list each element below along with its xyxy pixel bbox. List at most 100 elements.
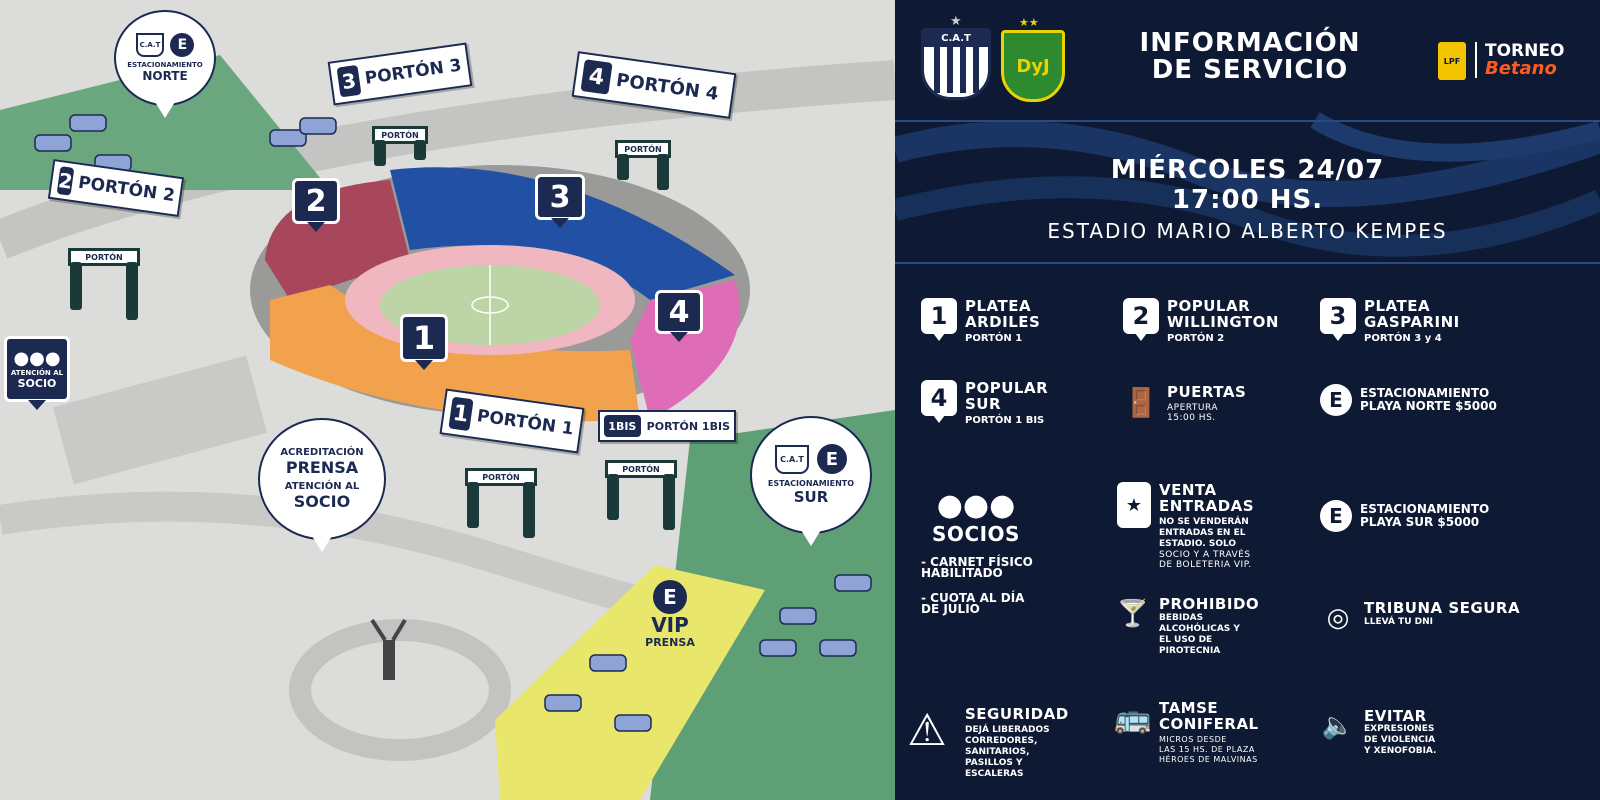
title-line1: INFORMACIÓN bbox=[1139, 28, 1361, 58]
club-crest-cat: C.A.T bbox=[921, 28, 991, 100]
club-crest-dyj-label: DyJ bbox=[1016, 55, 1050, 77]
event-time: 17:00 HS. bbox=[1171, 185, 1324, 215]
info-venta: ★ VENTA ENTRADAS NO SE VENDERÁN ENTRADAS… bbox=[1117, 482, 1254, 570]
sector-badge-4: 4 bbox=[655, 290, 703, 334]
info-panel: C.A.T ★ DyJ ★★ INFORMACIÓN DE SERVICIO L… bbox=[895, 0, 1600, 800]
club-crest-cat-label: C.A.T bbox=[924, 31, 988, 47]
sector-1-icon: 1 bbox=[921, 298, 957, 334]
info-sector-3: 3 PLATEA GASPARINI PORTÓN 3 y 4 bbox=[1320, 298, 1460, 344]
sector-3-stand bbox=[390, 167, 735, 300]
parking-norte-bubble: C.A.T E ESTACIONAMIENTO NORTE bbox=[114, 10, 216, 106]
seguridad-l1: DEJÁ LIBERADOS bbox=[965, 725, 1050, 735]
vip-label: E VIP PRENSA bbox=[640, 580, 700, 649]
evitar-title: EVITAR bbox=[1364, 707, 1427, 725]
star-icon: ★ bbox=[950, 14, 962, 29]
title-line2: DE SERVICIO bbox=[1151, 55, 1349, 85]
vip-line1: VIP bbox=[651, 613, 689, 637]
venta-l2: ENTRADAS EN EL bbox=[1159, 528, 1246, 538]
puertas-line2: 15:00 HS. bbox=[1167, 413, 1216, 423]
porton-3-number: 3 bbox=[336, 64, 362, 98]
info-prohibido: 🍸 PROHIBIDO BEBIDAS ALCOHÓLICAS Y EL USO… bbox=[1115, 596, 1259, 657]
info-est-sur: E ESTACIONAMIENTO PLAYA SUR $5000 bbox=[1320, 500, 1489, 532]
s3-title2: GASPARINI bbox=[1364, 313, 1460, 331]
tamse-l3: HÉROES DE MALVINAS bbox=[1159, 755, 1258, 764]
parking-e-icon: E bbox=[1320, 500, 1352, 532]
socios-item2b: DE JULIO bbox=[921, 602, 980, 616]
porton-2-label: PORTÓN 2 bbox=[76, 172, 177, 207]
people-icon: ●●● bbox=[936, 488, 1016, 523]
s1-sub: PORTÓN 1 bbox=[965, 333, 1023, 344]
club-crest-dyj: DyJ bbox=[1001, 30, 1065, 102]
est-norte-line1: ESTACIONAMIENTO bbox=[1360, 386, 1490, 400]
separator-bottom bbox=[895, 262, 1600, 264]
sponsor-logo: TORNEO Betano bbox=[1475, 42, 1564, 78]
prohibido-l4: PIROTECNIA bbox=[1159, 646, 1221, 656]
sector-badge-1: 1 bbox=[400, 314, 448, 362]
s2-title2: WILLINGTON bbox=[1167, 313, 1279, 331]
porton-4-label: PORTÓN 4 bbox=[614, 69, 720, 105]
seguridad-l5: ESCALERAS bbox=[965, 769, 1024, 779]
s4-title1: POPULAR bbox=[965, 379, 1049, 397]
press-line3: ATENCIÓN AL bbox=[284, 481, 360, 492]
evitar-l3: Y XENOFOBIA. bbox=[1364, 746, 1437, 756]
parking-sur-bubble: C.A.T E ESTACIONAMIENTO SUR bbox=[750, 416, 872, 534]
vip-letter-icon: E bbox=[653, 580, 687, 614]
socios-item1a: - CARNET FÍSICO bbox=[921, 555, 1033, 569]
info-seguridad: ⚠ SEGURIDAD DEJÁ LIBERADOS CORREDORES, S… bbox=[899, 705, 1069, 780]
porton-1bis-sign: 1BIS PORTÓN 1BIS bbox=[598, 410, 736, 442]
s4-title2: SUR bbox=[965, 395, 1002, 413]
league-logo-label: LPF bbox=[1443, 56, 1461, 66]
porton-1-number: 1 bbox=[448, 396, 474, 432]
atencion-socio-badge: ●●● ATENCIÓN AL SOCIO bbox=[4, 336, 70, 402]
sector-4-icon: 4 bbox=[921, 380, 957, 416]
event-venue: ESTADIO MARIO ALBERTO KEMPES bbox=[1047, 219, 1448, 243]
ticket-icon: ★ bbox=[1117, 482, 1151, 528]
cars bbox=[34, 114, 872, 732]
no-speaking-icon: 🔈 bbox=[1321, 711, 1355, 741]
evitar-l2: DE VIOLENCIA bbox=[1364, 735, 1436, 745]
atencion-line2: SOCIO bbox=[17, 377, 57, 390]
tamse-title2: CONIFERAL bbox=[1159, 715, 1259, 733]
gate-arch-1bis: PORTÓN bbox=[605, 460, 677, 530]
porton-3-label: PORTÓN 3 bbox=[363, 55, 463, 89]
gate-arch-4: PORTÓN bbox=[615, 140, 671, 192]
prohibido-l2: ALCOHÓLICAS Y bbox=[1159, 624, 1240, 634]
people-icon: ●●● bbox=[13, 348, 61, 369]
league-logo: LPF bbox=[1438, 42, 1466, 80]
venta-title2: ENTRADAS bbox=[1159, 497, 1255, 515]
prohibido-title: PROHIBIDO bbox=[1159, 595, 1260, 613]
porton-1bis-label: PORTÓN 1BIS bbox=[646, 419, 730, 433]
venta-l4: SOCIO Y A TRAVÉS bbox=[1159, 550, 1251, 560]
seguridad-l4: PASILLOS Y bbox=[965, 758, 1023, 768]
info-socios: ●●● SOCIOS - CARNET FÍSICO HABILITADO - … bbox=[921, 488, 1091, 615]
est-sur-line1: ESTACIONAMIENTO bbox=[1360, 502, 1490, 516]
venta-l5: DE BOLETERIA VIP. bbox=[1159, 560, 1252, 570]
tamse-title1: TAMSE bbox=[1159, 699, 1219, 717]
porton-2-number: 2 bbox=[56, 166, 75, 196]
s1-title2: ARDILES bbox=[965, 313, 1041, 331]
info-sector-1: 1 PLATEA ARDILES PORTÓN 1 bbox=[921, 298, 1040, 344]
gate-arch-label: PORTÓN bbox=[68, 248, 140, 266]
est-norte-line2: PLAYA NORTE $5000 bbox=[1360, 399, 1497, 413]
info-sector-2: 2 POPULAR WILLINGTON PORTÓN 2 bbox=[1123, 298, 1279, 344]
stadium-map: PORTÓN PORTÓN PORTÓN PORTÓN PORTÓN 2 POR… bbox=[0, 0, 895, 800]
gate-arch-2: PORTÓN bbox=[68, 248, 140, 320]
porton-1bis-number: 1BIS bbox=[604, 415, 641, 437]
panel-wave-background bbox=[895, 112, 1600, 257]
seguridad-l3: SANITARIOS, bbox=[965, 747, 1030, 757]
separator-top bbox=[895, 120, 1600, 122]
page-title: INFORMACIÓN DE SERVICIO bbox=[1120, 30, 1380, 84]
porton-1-label: PORTÓN 1 bbox=[475, 406, 575, 440]
sector-3-icon: 3 bbox=[1320, 298, 1356, 334]
porton-4-number: 4 bbox=[580, 59, 613, 95]
s3-title1: PLATEA bbox=[1364, 297, 1431, 315]
parking-letter-icon: E bbox=[816, 444, 847, 474]
parking-letter-icon: E bbox=[170, 33, 195, 57]
press-accreditation-bubble: ACREDITACIÓN PRENSA ATENCIÓN AL SOCIO bbox=[258, 418, 386, 540]
seguridad-l2: CORREDORES, bbox=[965, 736, 1038, 746]
gate-arch-label: PORTÓN bbox=[605, 460, 677, 478]
press-line1: ACREDITACIÓN bbox=[280, 447, 364, 458]
parking-sur-line1: ESTACIONAMIENTO bbox=[767, 479, 855, 488]
info-tribuna: ◎ TRIBUNA SEGURA LLEVÁ TU DNI bbox=[1320, 600, 1520, 636]
vip-parking-area bbox=[495, 565, 765, 800]
